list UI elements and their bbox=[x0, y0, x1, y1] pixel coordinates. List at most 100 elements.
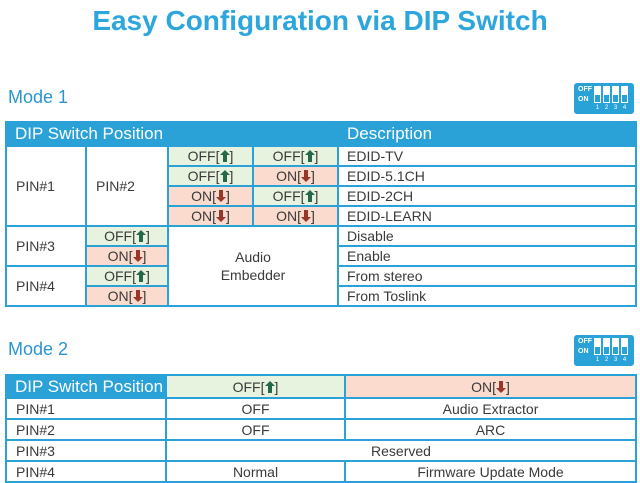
dip-icon-labels: OFF ON bbox=[578, 86, 592, 103]
dip-slot bbox=[594, 86, 601, 103]
switch-state-label: ] bbox=[229, 148, 234, 164]
table-row: ON[] From Toslink bbox=[6, 285, 638, 307]
dip-switch-3: 3 bbox=[612, 86, 619, 111]
description-cell: EDID-5.1CH bbox=[337, 165, 638, 187]
dip-pin-number: 1 bbox=[595, 105, 600, 111]
dip-pin-number: 3 bbox=[613, 357, 618, 363]
switch-state-label: ] bbox=[142, 248, 147, 264]
switch-state-label: ] bbox=[146, 228, 150, 244]
dip-pin-number: 2 bbox=[604, 105, 609, 111]
switch-state-label: OFF[ bbox=[272, 148, 305, 164]
dip-switch-1: 1 bbox=[594, 86, 601, 111]
description-cell: EDID-LEARN bbox=[337, 205, 638, 227]
arrow-down-icon bbox=[301, 210, 312, 222]
off-value-cell: OFF bbox=[165, 418, 346, 441]
switch-state-cell: ON[] bbox=[167, 185, 254, 207]
dip-knob bbox=[604, 87, 609, 95]
switch-state-label: ON[ bbox=[276, 168, 302, 184]
table-row: PIN#3 Reserved bbox=[5, 439, 637, 462]
dip-slot bbox=[603, 86, 610, 103]
pin4-cell: PIN#4 bbox=[5, 265, 87, 307]
mode2-heading: Mode 2 bbox=[8, 339, 69, 359]
arrow-down-icon bbox=[132, 290, 143, 302]
dip-off-label: OFF bbox=[578, 338, 592, 345]
page-title: Easy Configuration via DIP Switch bbox=[92, 5, 548, 36]
mode1-heading: Mode 1 bbox=[8, 87, 69, 107]
table-row: ON[] OFF[] EDID-2CH bbox=[6, 185, 638, 207]
arrow-down-icon bbox=[301, 170, 312, 182]
switch-state-label: ] bbox=[311, 168, 315, 184]
mode2-table: DIP Switch Position OFF[] ON[] PIN#1 OFF… bbox=[5, 374, 637, 483]
table-row: PIN#4 Normal Firmware Update Mode bbox=[5, 460, 637, 483]
arrow-up-icon bbox=[136, 270, 146, 282]
switch-state-cell: ON[] bbox=[85, 285, 169, 307]
switch-state-cell: OFF[] bbox=[167, 145, 254, 167]
description-cell: From stereo bbox=[337, 265, 638, 287]
dip-pin-number: 4 bbox=[622, 357, 627, 363]
description-cell: Disable bbox=[337, 225, 638, 247]
dip-knob bbox=[613, 339, 618, 347]
switch-state-label: ON[ bbox=[471, 378, 496, 395]
switch-state-cell: OFF[] bbox=[167, 165, 254, 187]
switch-state-label: OFF[ bbox=[104, 228, 136, 244]
switch-state-label: ] bbox=[314, 188, 319, 204]
dip-on-label: ON bbox=[578, 348, 589, 355]
on-value-cell: Firmware Update Mode bbox=[344, 460, 637, 483]
table-row: PIN#4 OFF[] From stereo bbox=[5, 265, 638, 307]
switch-state-label: ] bbox=[229, 168, 234, 184]
pin1-cell: PIN#1 bbox=[5, 145, 87, 227]
switch-state-cell: ON[] bbox=[251, 205, 340, 227]
dip-on-label: ON bbox=[578, 96, 589, 103]
arrow-up-icon bbox=[136, 230, 146, 242]
table-row: PIN#1 PIN#2 OFF[] OFF[] EDID-TV bbox=[5, 145, 638, 227]
mode2-header-row: DIP Switch Position OFF[] ON[] bbox=[5, 374, 637, 399]
on-value-cell: ARC bbox=[344, 418, 637, 441]
switch-state-cell: ON[] bbox=[167, 205, 254, 227]
arrow-up-icon bbox=[219, 150, 230, 162]
audio-embedder-label: Audio Embedder bbox=[220, 248, 286, 283]
switch-state-label: ] bbox=[311, 208, 315, 224]
dip-switch-icon: OFF ON 1 2 3 4 bbox=[574, 83, 634, 114]
dip-slot bbox=[621, 338, 628, 355]
pin4-cell: PIN#4 bbox=[5, 460, 167, 483]
arrow-up-icon bbox=[304, 190, 315, 202]
arrow-down-icon bbox=[496, 380, 506, 393]
pin1-cell: PIN#1 bbox=[5, 397, 167, 420]
arrow-down-icon bbox=[216, 190, 226, 202]
arrow-down-icon bbox=[132, 250, 143, 262]
switch-state-label: ] bbox=[226, 208, 230, 224]
dip-knob bbox=[613, 87, 618, 95]
off-value-cell: OFF bbox=[165, 397, 346, 420]
switch-state-label: ] bbox=[142, 288, 147, 304]
switch-state-label: OFF[ bbox=[232, 378, 265, 395]
dip-icon-labels: OFF ON bbox=[578, 338, 592, 355]
dip-slot bbox=[603, 338, 610, 355]
dip-off-label: OFF bbox=[578, 86, 592, 93]
table-row: ON[] ON[] EDID-LEARN bbox=[6, 205, 638, 227]
switch-state-label: ] bbox=[314, 148, 319, 164]
dip-slot bbox=[612, 86, 619, 103]
dip-switch-2: 2 bbox=[603, 86, 610, 111]
description-cell: From Toslink bbox=[337, 285, 638, 307]
switch-state-label: OFF[ bbox=[187, 148, 220, 164]
table-row: ON[] Enable bbox=[6, 245, 638, 267]
description-cell: Enable bbox=[337, 245, 638, 267]
switch-state-label: OFF[ bbox=[272, 188, 305, 204]
pin2-cell: PIN#2 bbox=[5, 418, 167, 441]
description-cell: EDID-TV bbox=[337, 145, 638, 167]
dip-icon-switches: 1 2 3 4 bbox=[594, 86, 628, 111]
pin2-cell: PIN#2 bbox=[85, 145, 169, 227]
arrow-up-icon bbox=[304, 150, 315, 162]
arrow-down-icon bbox=[216, 210, 226, 222]
dip-switch-2: 2 bbox=[603, 338, 610, 363]
switch-state-label: ] bbox=[146, 268, 150, 284]
dip-knob bbox=[595, 339, 600, 347]
arrow-up-icon bbox=[219, 170, 230, 182]
switch-state-label: ON[ bbox=[107, 288, 133, 304]
switch-state-label: ] bbox=[274, 378, 279, 395]
switch-state-label: ON[ bbox=[107, 248, 133, 264]
dip-pin-number: 3 bbox=[613, 105, 618, 111]
dip-icon-switches: 1 2 3 4 bbox=[594, 338, 628, 363]
dip-switch-3: 3 bbox=[612, 338, 619, 363]
switch-state-cell: OFF[] bbox=[251, 145, 340, 167]
